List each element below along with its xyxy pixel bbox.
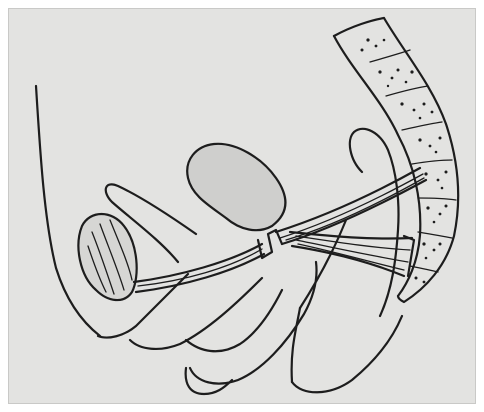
left-oval-organ [78, 214, 136, 300]
rectum-outline [350, 129, 399, 316]
uterus-shape [187, 144, 285, 230]
abdominal-wall-outline [36, 86, 100, 336]
lower-right-loop [292, 316, 402, 392]
posterior-lower-curve [292, 308, 300, 382]
posterior-body-outline [334, 18, 384, 36]
lower-loop-inner [186, 290, 282, 351]
